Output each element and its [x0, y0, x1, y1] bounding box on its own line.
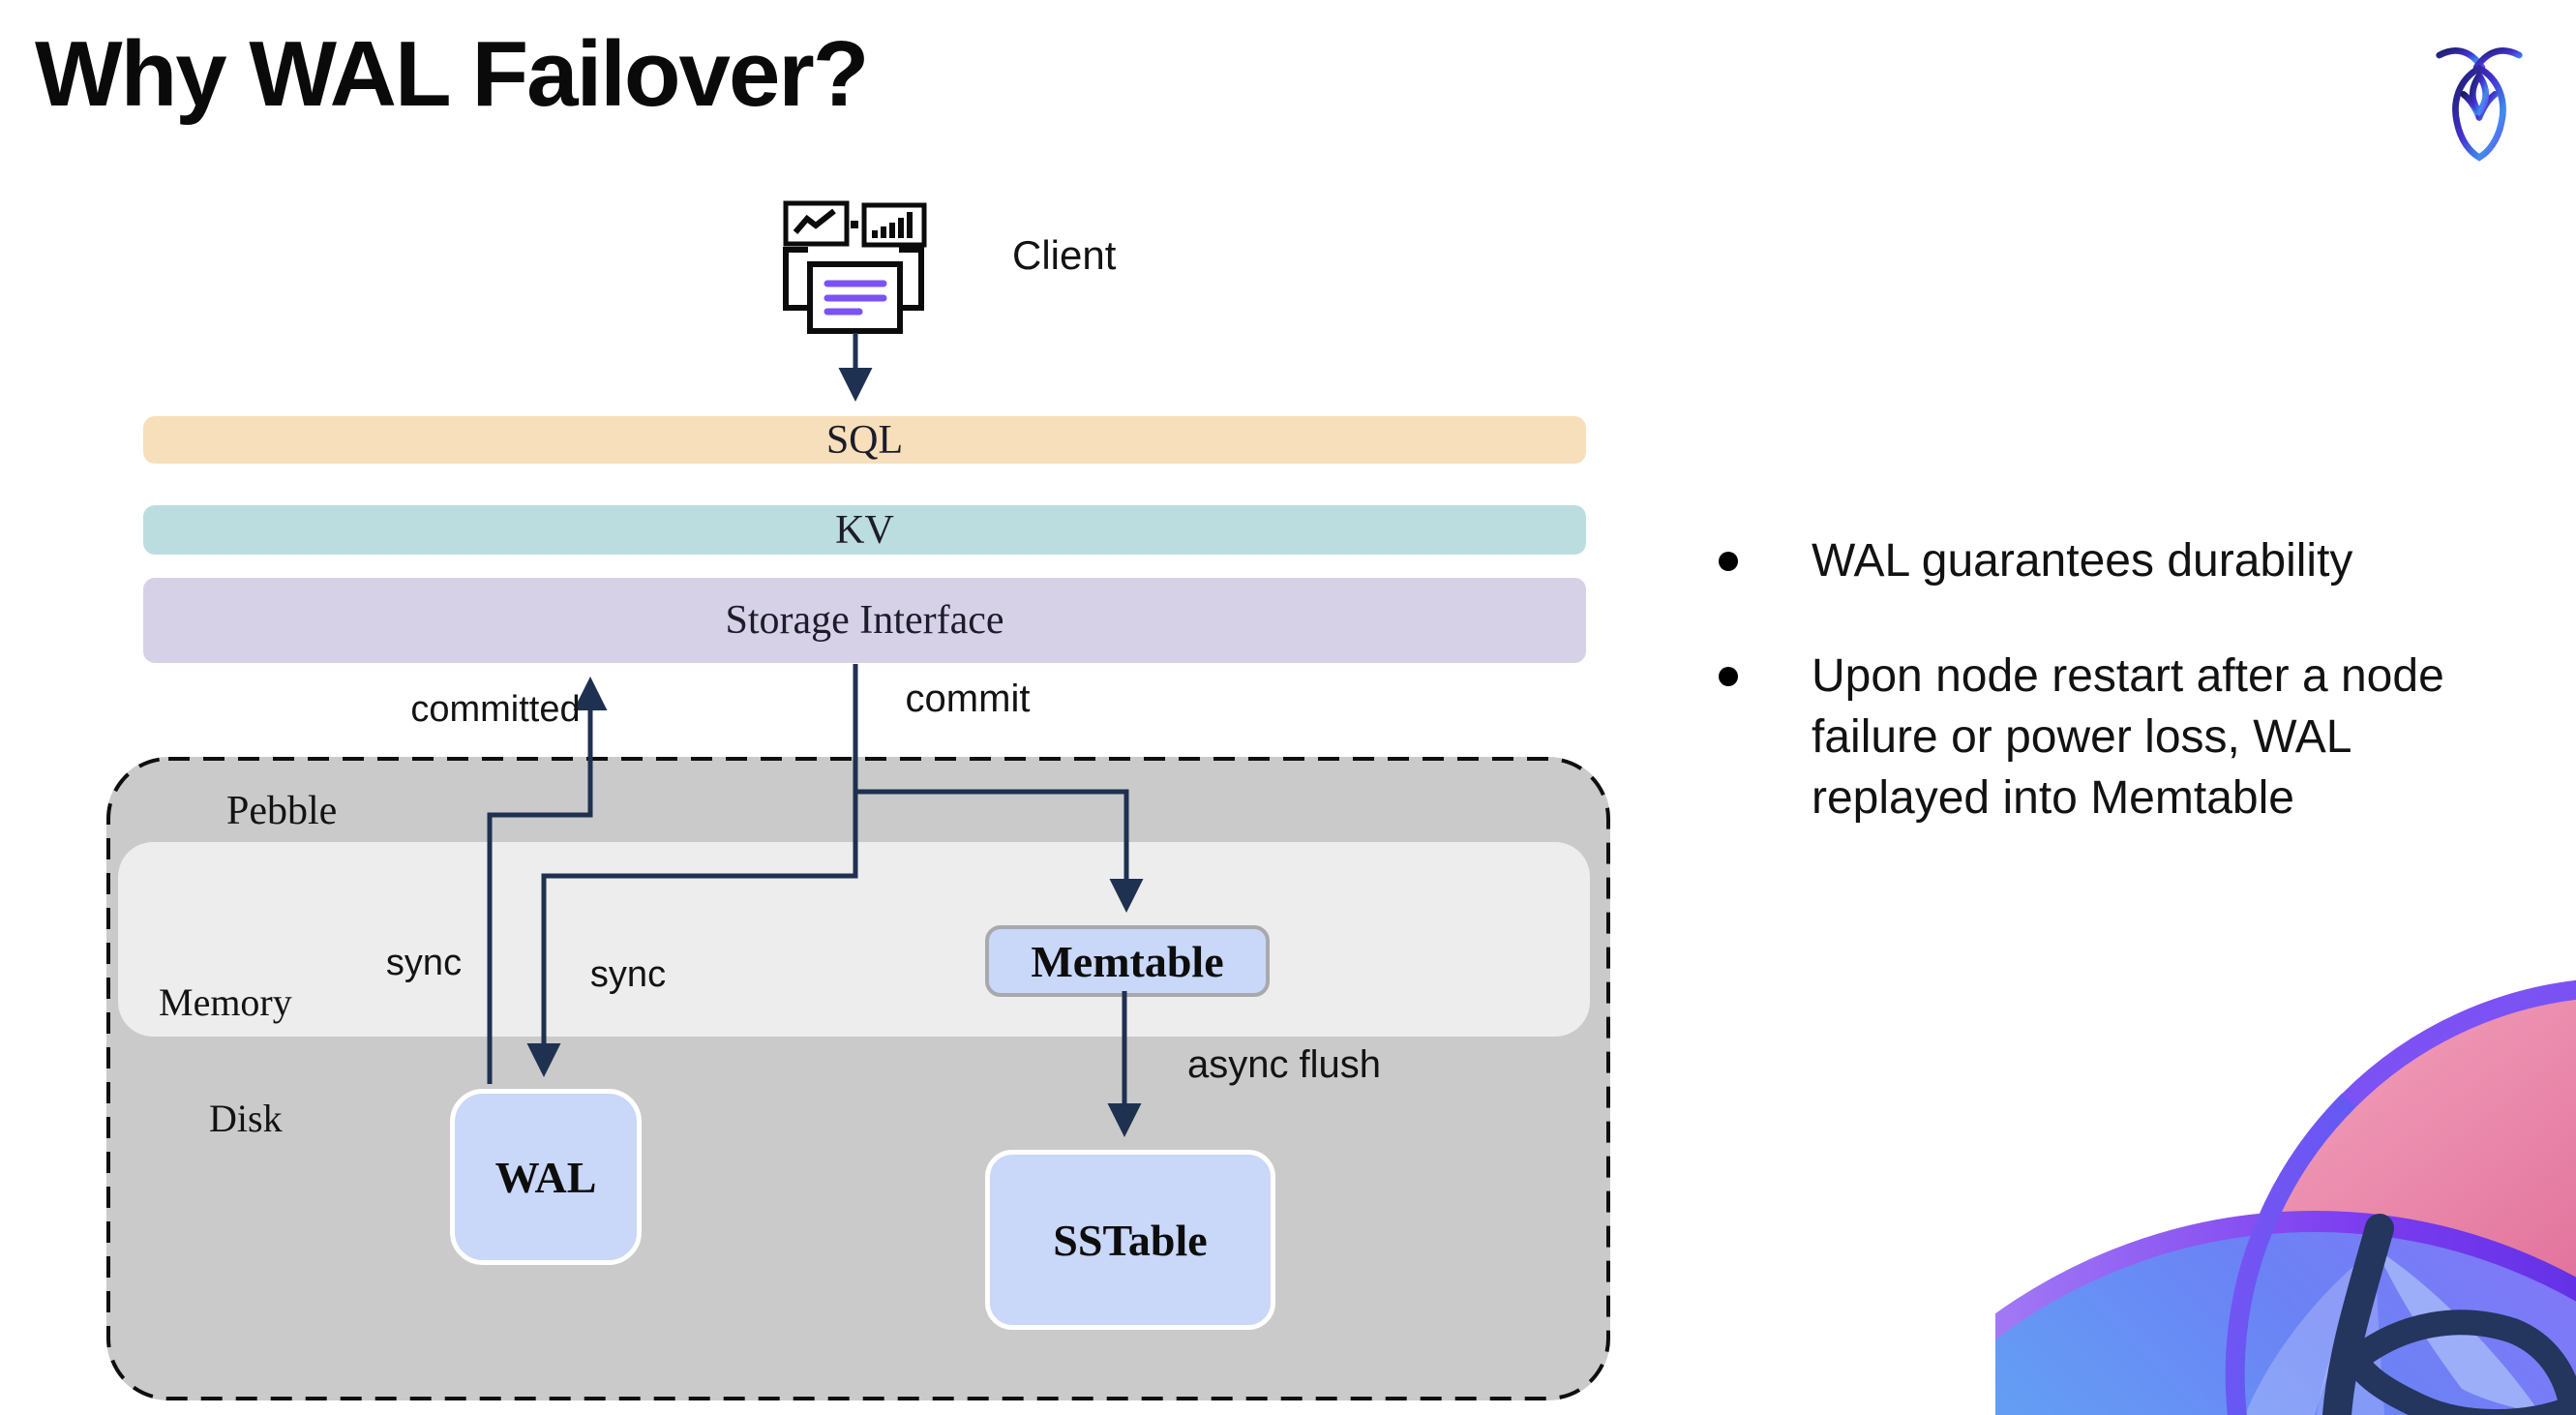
committed-edge-label: committed [410, 689, 581, 730]
bullet-dot [1719, 667, 1738, 686]
client-label: Client [1012, 232, 1117, 278]
kv-layer-bar: KV [143, 505, 1586, 555]
bullet-text: WAL guarantees durability [1812, 535, 2353, 587]
memory-region [118, 842, 1590, 1037]
wal-box: WAL [450, 1089, 642, 1265]
sstable-box: SSTable [985, 1150, 1275, 1330]
bullet-dot [1719, 552, 1738, 571]
sql-layer-label: SQL [825, 417, 904, 463]
brand-sphere-art [1995, 979, 2576, 1415]
storage-interface-layer-bar: Storage Interface [143, 578, 1586, 663]
cockroachdb-logo-icon [2436, 47, 2523, 162]
wal-label: WAL [494, 1152, 597, 1202]
document-lines-glyph [824, 280, 887, 316]
disk-label: Disk [209, 1097, 283, 1140]
async-flush-edge-label: async flush [1186, 1043, 1382, 1086]
commit-edge-label: commit [905, 677, 1031, 720]
sync-right-edge-label: sync [589, 954, 667, 995]
bullet-text: Upon node restart after a node failure o… [1812, 650, 2444, 824]
memtable-label: Memtable [1031, 936, 1224, 986]
kv-layer-label: KV [835, 507, 894, 553]
bullet-item: Upon node restart after a node failure o… [1719, 646, 2576, 828]
sql-layer-bar: SQL [143, 416, 1586, 464]
page-title: Why WAL Failover? [35, 22, 869, 126]
sync-left-edge-label: sync [385, 943, 463, 983]
memtable-box: Memtable [985, 925, 1270, 997]
sstable-label: SSTable [1053, 1215, 1208, 1265]
bullet-list: WAL guarantees durability Upon node rest… [1719, 530, 2576, 828]
bullet-item: WAL guarantees durability [1719, 530, 2576, 591]
memory-label: Memory [159, 980, 292, 1024]
storage-interface-label: Storage Interface [725, 598, 1004, 643]
bar-chart-glyph [872, 212, 913, 238]
client-workstation-icon [783, 200, 927, 334]
line-chart-glyph [793, 208, 836, 234]
pebble-label: Pebble [226, 789, 338, 833]
